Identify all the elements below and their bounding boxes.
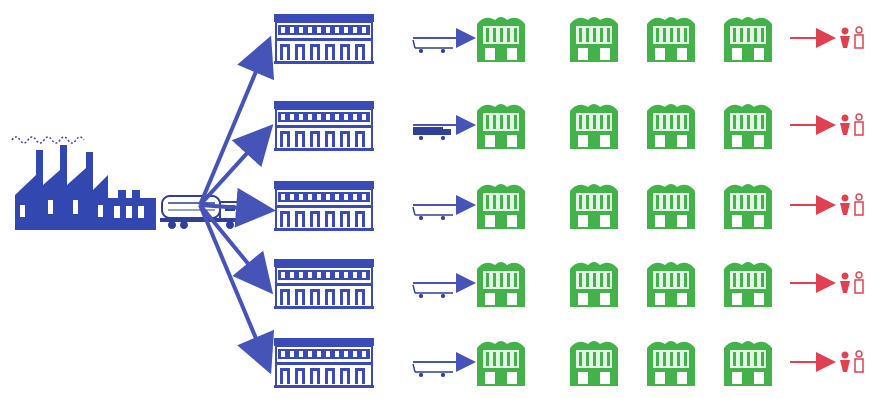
store-icon [724,184,772,229]
store-icon [647,262,695,307]
distribution-rows [274,14,864,388]
hub-arrow [199,187,276,228]
factory-to-warehouse-arrows [198,35,276,375]
store-icon [647,104,695,149]
store-icon [477,341,525,386]
person-icon [840,193,864,216]
distribution-row [274,259,864,309]
store-icon [647,17,695,62]
store-icon [724,341,772,386]
person-icon [840,271,864,294]
store-icon [724,104,772,149]
delivery-truck-icon [413,127,451,140]
delivery-truck-icon [412,206,453,220]
store-icon [570,104,618,149]
person-icon [840,350,864,373]
store-icon [477,262,525,307]
store-icon [570,184,618,229]
warehouse-icon [274,14,374,64]
delivery-truck-icon [412,363,453,377]
warehouse-icon [274,259,374,309]
store-icon [477,17,525,62]
person-icon [840,113,864,136]
store-icon [570,262,618,307]
distribution-row [274,101,864,151]
distribution-row [274,14,864,64]
delivery-truck-icon [412,284,453,298]
store-icon [570,17,618,62]
distribution-row [274,338,864,388]
warehouse-icon [274,181,374,231]
hub-arrow [198,203,274,295]
store-icon [647,341,695,386]
store-icon [477,104,525,149]
store-icon [570,341,618,386]
store-icon [477,184,525,229]
delivery-truck-icon [412,39,453,53]
store-icon [724,262,772,307]
hub-arrow [198,204,275,375]
distribution-row [274,181,864,231]
person-icon [840,26,864,49]
factory-icon [11,136,156,230]
store-icon [724,17,772,62]
warehouse-icon [274,101,374,151]
hub-arrow [198,35,275,206]
store-icon [647,184,695,229]
hub-arrow [198,124,274,207]
warehouse-icon [274,338,374,388]
